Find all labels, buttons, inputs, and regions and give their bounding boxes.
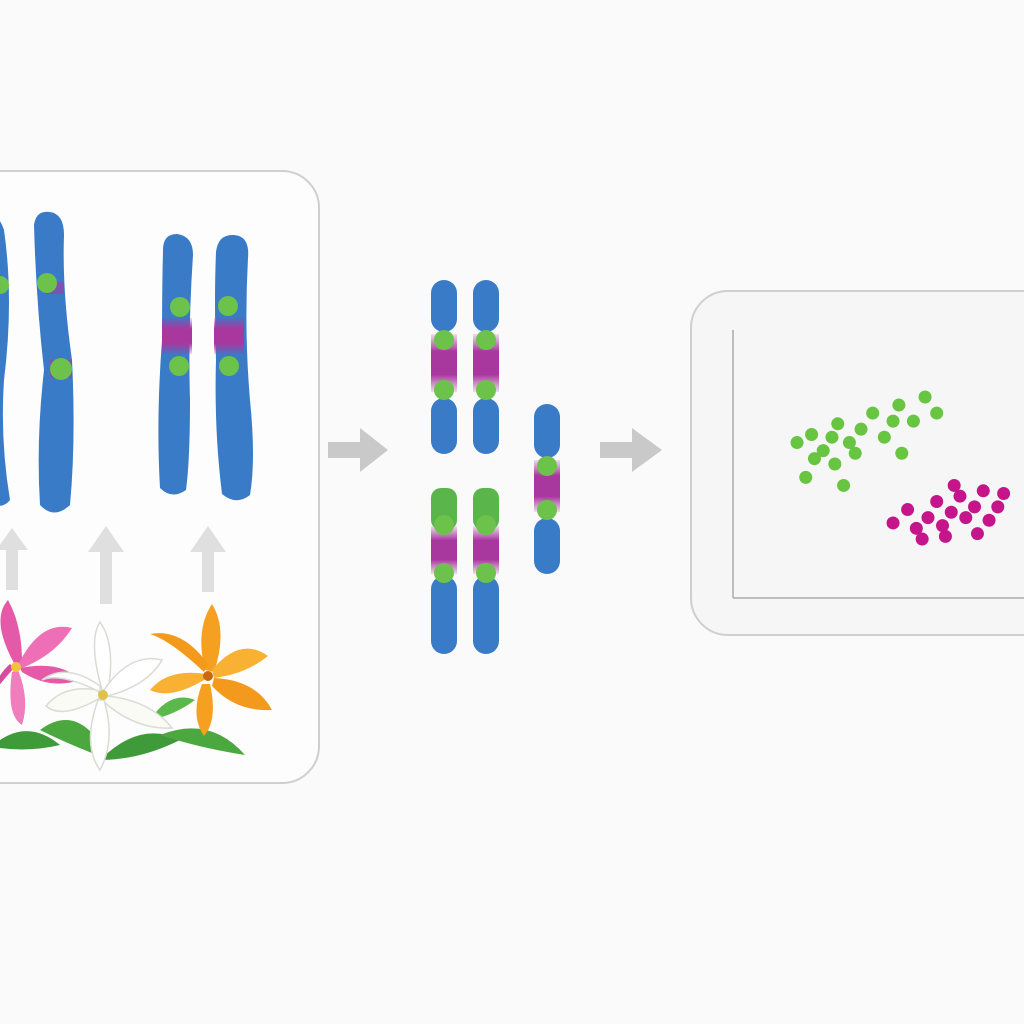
magenta-data-point xyxy=(930,495,944,509)
green-data-point xyxy=(854,422,868,436)
lily-flowers xyxy=(0,600,272,772)
green-data-point xyxy=(892,398,906,412)
segmented-chromosome xyxy=(473,488,499,654)
magenta-data-point xyxy=(982,513,996,527)
green-data-point xyxy=(848,446,862,460)
magenta-data-point xyxy=(938,529,952,543)
green-data-point xyxy=(842,436,856,450)
green-data-point xyxy=(828,457,842,471)
up-arrow-icon xyxy=(190,526,226,592)
chromosome-3 xyxy=(158,234,193,495)
green-data-point xyxy=(886,414,900,428)
green-data-point xyxy=(807,452,821,466)
magenta-data-point xyxy=(947,478,961,492)
magenta-data-point xyxy=(953,489,967,503)
flow-arrow-1 xyxy=(328,428,388,472)
right-arrow-icon xyxy=(328,428,388,472)
segmented-chromosome xyxy=(431,280,457,454)
green-data-point xyxy=(816,444,830,458)
marker-dot xyxy=(170,297,190,317)
segmented-chromosome xyxy=(534,404,560,574)
marker-dot xyxy=(218,296,238,316)
scatter-plot xyxy=(732,330,1024,599)
white-lily-icon xyxy=(41,620,174,772)
green-data-point xyxy=(825,430,839,444)
magenta-data-point xyxy=(936,519,950,533)
orange-lily-icon xyxy=(150,604,272,736)
scatter-points xyxy=(790,390,1011,546)
recombinant-chromosomes xyxy=(431,280,560,654)
magenta-data-point xyxy=(915,532,929,546)
magenta-data-point xyxy=(886,516,900,530)
magenta-data-point xyxy=(976,484,990,498)
segmented-chromosome xyxy=(431,488,457,654)
magenta-data-point xyxy=(909,521,923,535)
chromosome-1 xyxy=(0,221,10,506)
parent-chromosomes xyxy=(0,211,253,513)
segmented-chromosome xyxy=(473,280,499,454)
magenta-data-point xyxy=(959,511,973,525)
green-data-point xyxy=(831,417,845,431)
green-data-point xyxy=(930,406,944,420)
marker-dot xyxy=(37,273,57,293)
chromosome-4 xyxy=(214,234,253,501)
up-arrow-icon xyxy=(0,528,28,590)
green-data-point xyxy=(790,436,804,450)
green-data-point xyxy=(866,406,880,420)
marker-dot xyxy=(50,358,72,380)
green-data-point xyxy=(805,428,819,442)
marker-dot xyxy=(0,276,9,294)
green-data-point xyxy=(906,414,920,428)
magenta-data-point xyxy=(968,500,982,514)
magenta-data-point xyxy=(944,505,958,519)
up-arrows xyxy=(0,526,226,604)
green-data-point xyxy=(895,446,909,460)
magenta-data-point xyxy=(970,527,984,541)
green-data-point xyxy=(799,470,813,484)
scatter-plot-panel xyxy=(690,290,1024,636)
green-data-point xyxy=(837,478,851,492)
right-arrow-icon xyxy=(600,428,662,472)
magenta-data-point xyxy=(997,486,1011,500)
magenta-data-point xyxy=(991,500,1005,514)
green-data-point xyxy=(877,430,891,444)
green-data-point xyxy=(918,390,932,404)
up-arrow-icon xyxy=(88,526,124,604)
marker-dot xyxy=(219,356,239,376)
magenta-data-point xyxy=(921,511,935,525)
flow-arrow-2 xyxy=(600,428,662,472)
chromosome-2 xyxy=(34,211,74,513)
magenta-data-point xyxy=(901,503,915,517)
marker-dot xyxy=(169,356,189,376)
